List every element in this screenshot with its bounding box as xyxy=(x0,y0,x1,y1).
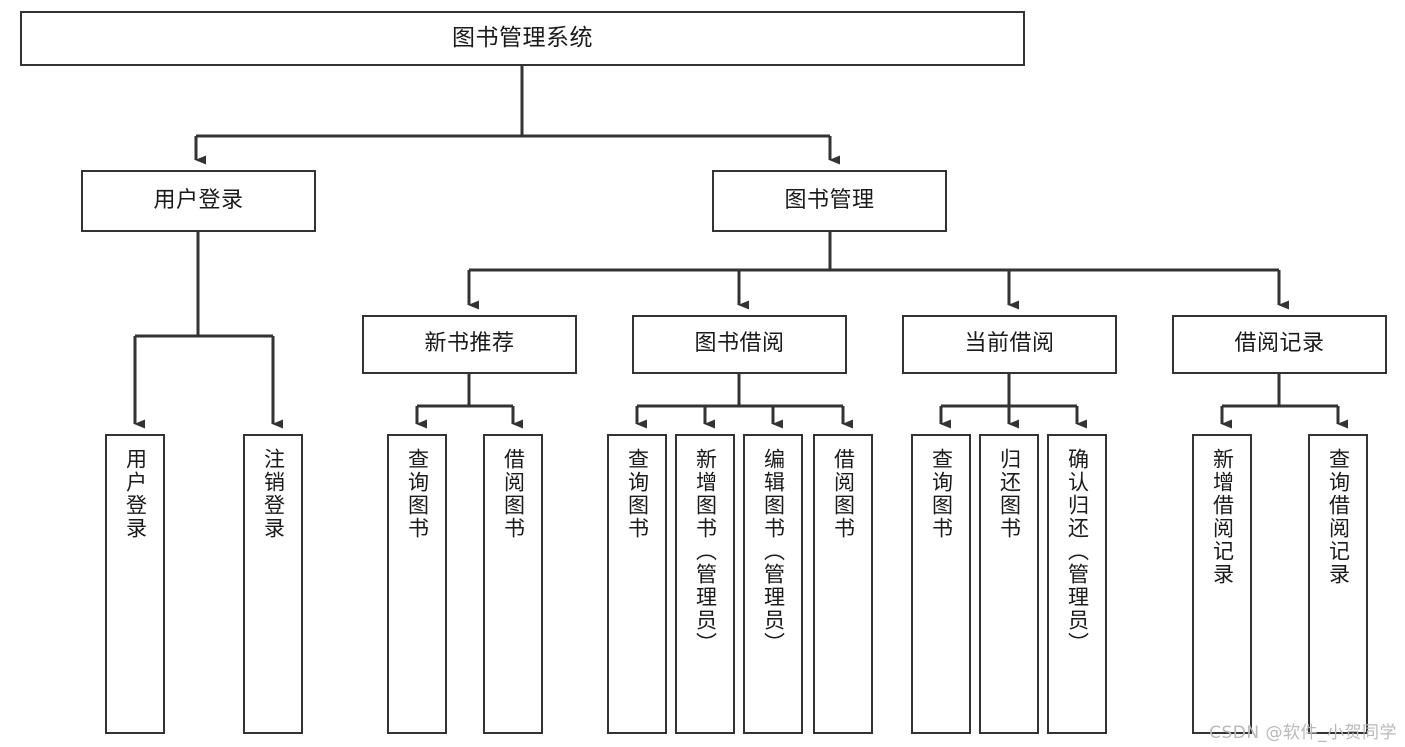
node-label: 借阅记录 xyxy=(1234,331,1325,357)
node-leaf-borrow-book-2[interactable]: 借阅图书 xyxy=(813,434,873,734)
node-book-borrow[interactable]: 图书借阅 xyxy=(632,315,847,374)
node-label: 新书推荐 xyxy=(424,331,515,357)
node-leaf-query-book-1[interactable]: 查询图书 xyxy=(387,434,447,734)
node-label: 新增借阅记录 xyxy=(1210,448,1235,586)
node-book-management[interactable]: 图书管理 xyxy=(712,170,947,232)
node-label: 用户登录 xyxy=(123,448,148,540)
node-leaf-confirm-return[interactable]: 确认归还（管理员） xyxy=(1047,434,1107,734)
node-label: 借阅图书 xyxy=(831,448,856,540)
node-root-system[interactable]: 图书管理系统 xyxy=(20,11,1025,66)
node-leaf-user-login[interactable]: 用户登录 xyxy=(105,434,165,734)
node-user-login[interactable]: 用户登录 xyxy=(81,170,316,232)
node-label: 当前借阅 xyxy=(964,331,1055,357)
watermark: CSDN @软件_小贺同学 xyxy=(1209,723,1397,743)
node-current-borrow[interactable]: 当前借阅 xyxy=(902,315,1117,374)
node-label: 编辑图书（管理员） xyxy=(761,448,786,655)
node-leaf-borrow-book-1[interactable]: 借阅图书 xyxy=(483,434,543,734)
node-label: 图书管理 xyxy=(784,187,875,213)
node-label: 图书管理系统 xyxy=(452,24,593,51)
node-label: 查询图书 xyxy=(929,448,954,540)
node-label: 查询图书 xyxy=(405,448,430,540)
node-label: 查询借阅记录 xyxy=(1326,448,1351,586)
node-leaf-query-book-3[interactable]: 查询图书 xyxy=(911,434,971,734)
node-leaf-query-book-2[interactable]: 查询图书 xyxy=(607,434,667,734)
node-leaf-edit-book[interactable]: 编辑图书（管理员） xyxy=(743,434,803,734)
node-leaf-query-record[interactable]: 查询借阅记录 xyxy=(1308,434,1368,734)
node-leaf-logout-login[interactable]: 注销登录 xyxy=(243,434,303,734)
node-label: 归还图书 xyxy=(997,448,1022,540)
node-label: 借阅图书 xyxy=(501,448,526,540)
node-label: 图书借阅 xyxy=(694,331,785,357)
node-borrow-record[interactable]: 借阅记录 xyxy=(1172,315,1387,374)
node-leaf-add-book[interactable]: 新增图书（管理员） xyxy=(675,434,735,734)
node-label: 查询图书 xyxy=(625,448,650,540)
node-label: 新增图书（管理员） xyxy=(693,448,718,655)
node-label: 确认归还（管理员） xyxy=(1065,448,1090,655)
node-leaf-add-record[interactable]: 新增借阅记录 xyxy=(1192,434,1252,734)
node-new-book-recommend[interactable]: 新书推荐 xyxy=(362,315,577,374)
node-leaf-return-book[interactable]: 归还图书 xyxy=(979,434,1039,734)
node-label: 用户登录 xyxy=(153,187,244,213)
node-label: 注销登录 xyxy=(261,448,286,540)
